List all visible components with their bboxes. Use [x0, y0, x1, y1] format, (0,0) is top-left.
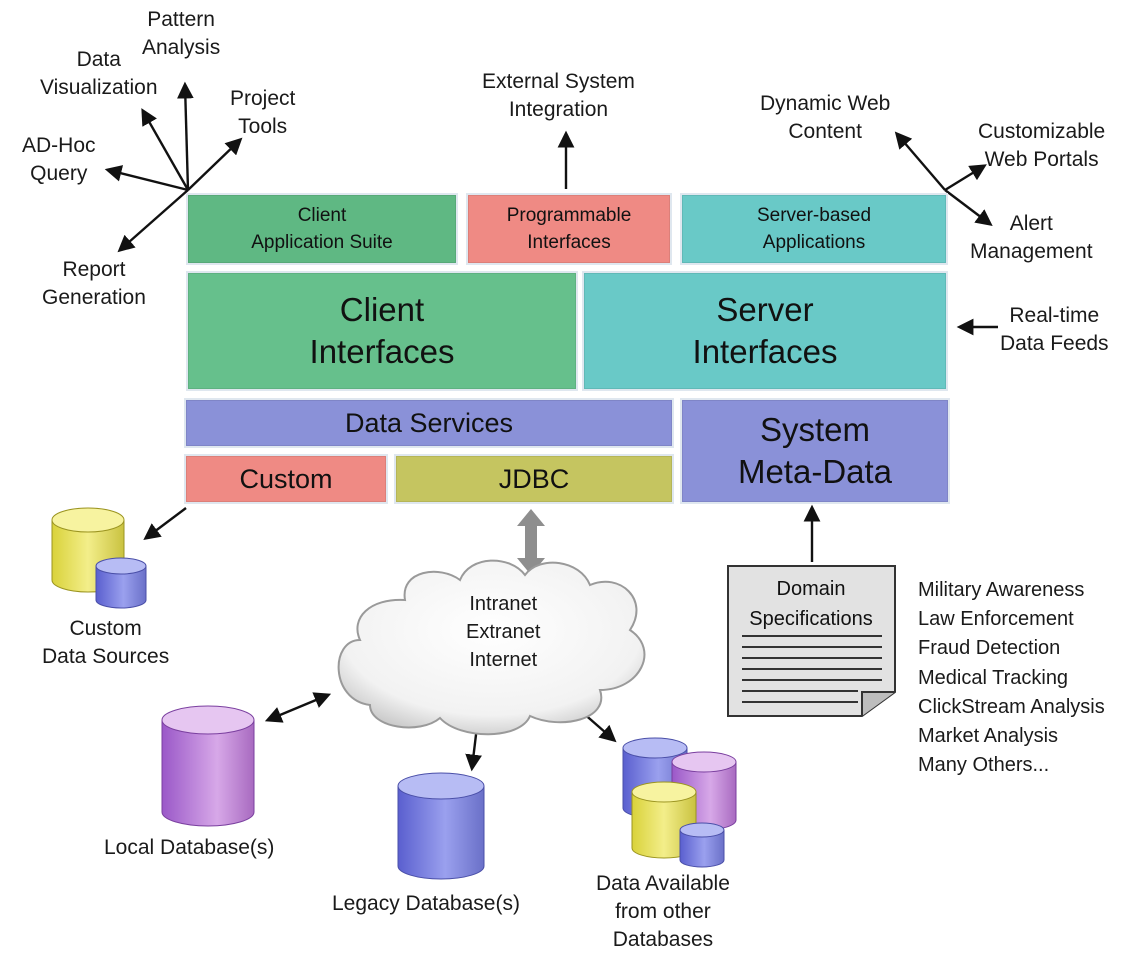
- jdbc-double-arrow: [517, 509, 545, 575]
- custom-data-sources-icon: [51, 507, 147, 609]
- jdbc-box: JDBC: [394, 454, 674, 504]
- legacy-database-icon: [397, 772, 485, 880]
- local-database-icon: [161, 705, 255, 827]
- domain-item: Military Awareness: [918, 579, 1085, 601]
- domain-item: ClickStream Analysis: [918, 695, 1105, 718]
- data-services-box: Data Services: [184, 398, 674, 448]
- domain-item: Many Others...: [918, 754, 1050, 777]
- network-cloud: [337, 559, 646, 736]
- legacy-database-label: Legacy Database(s): [332, 892, 520, 915]
- custom-box: Custom: [184, 454, 388, 504]
- domain-item: Medical Tracking: [918, 666, 1069, 689]
- local-database-label: Local Database(s): [104, 836, 275, 859]
- domain-spec-document: [727, 565, 896, 717]
- domain-list: Military Awareness Law Enforcement Fraud…: [918, 576, 1105, 780]
- top-left-arrows: [104, 81, 243, 253]
- domain-item: Fraud Detection: [918, 637, 1061, 660]
- other-databases-icon: [622, 737, 737, 868]
- domain-item: Market Analysis: [918, 725, 1059, 748]
- domain-item: Law Enforcement: [918, 608, 1074, 631]
